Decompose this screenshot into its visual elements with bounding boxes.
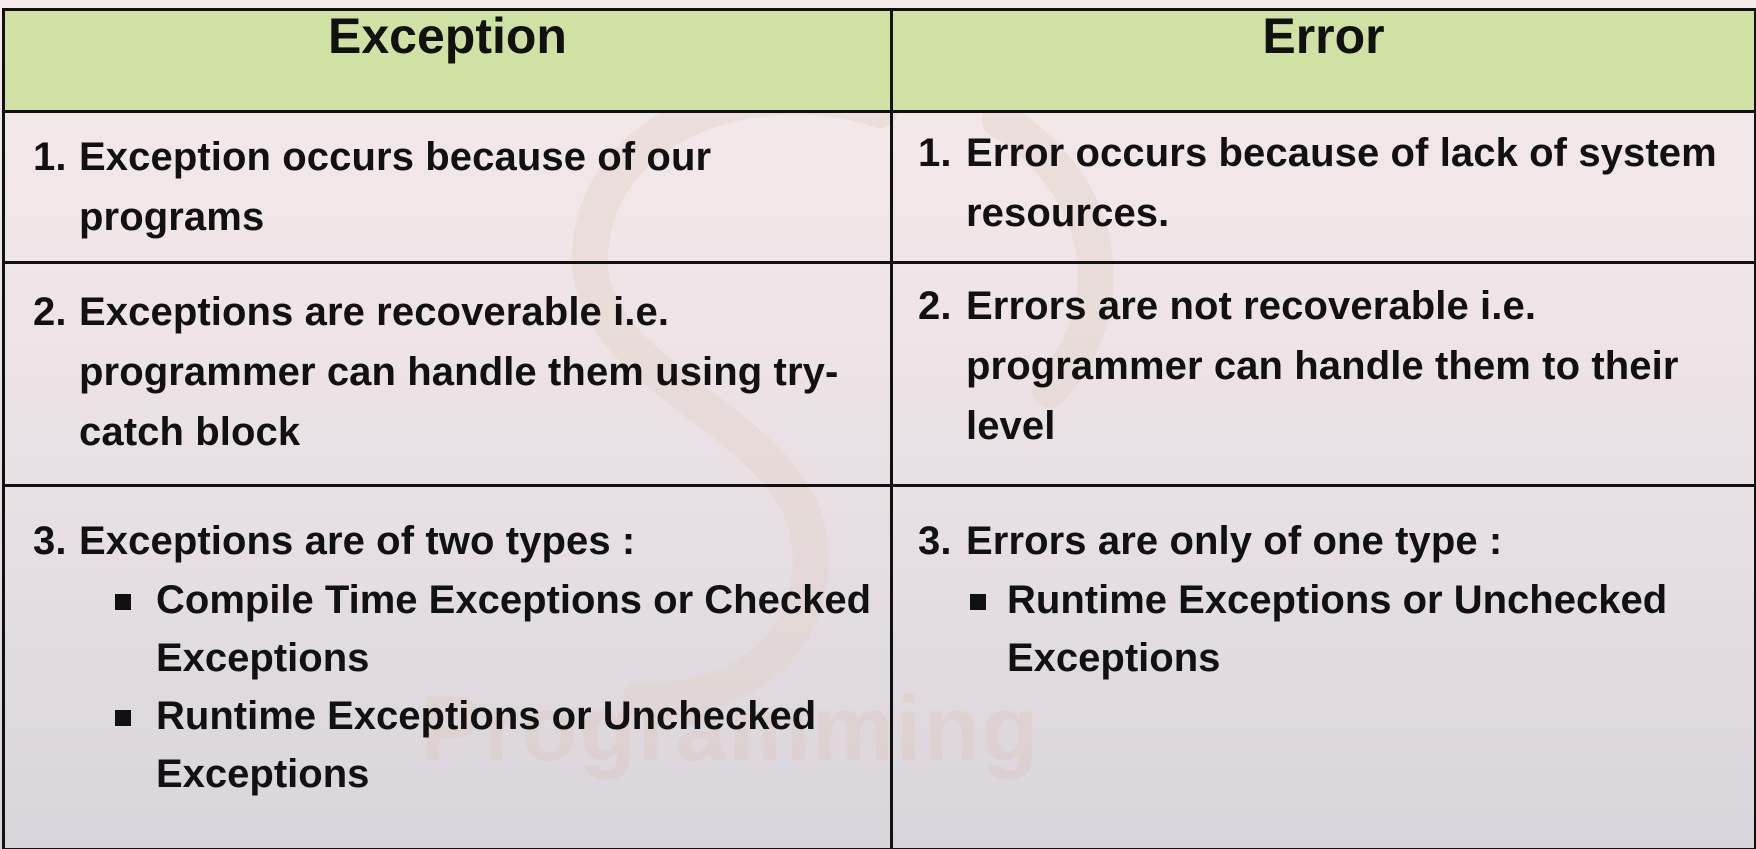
- exception-point-3-cell: 3. Exceptions are of two types : Compile…: [2, 484, 893, 849]
- error-header: Error: [890, 8, 1756, 113]
- bullet-text: Runtime Exceptions or Unchecked Exceptio…: [156, 694, 817, 796]
- point-number: 1.: [918, 131, 952, 175]
- exception-type-list: Compile Time Exceptions or Checked Excep…: [5, 571, 890, 803]
- comparison-row-2: 2. Exceptions are recoverable i.e. progr…: [2, 261, 1756, 487]
- error-point-1: 1. Error occurs because of lack of syste…: [893, 123, 1754, 243]
- point-number: 2.: [918, 284, 952, 328]
- bullet-item: Compile Time Exceptions or Checked Excep…: [5, 571, 890, 687]
- point-number: 1.: [33, 135, 67, 179]
- bullet-item: Runtime Exceptions or Unchecked Exceptio…: [893, 571, 1754, 687]
- error-type-list: Runtime Exceptions or Unchecked Exceptio…: [893, 571, 1754, 687]
- header-row: Exception Error: [2, 8, 1756, 113]
- error-point-1-cell: 1. Error occurs because of lack of syste…: [890, 110, 1756, 264]
- point-text: Errors are only of one type :: [966, 519, 1503, 563]
- comparison-row-3: 3. Exceptions are of two types : Compile…: [2, 484, 1756, 849]
- point-number: 3.: [33, 519, 67, 563]
- exception-point-3: 3. Exceptions are of two types :: [5, 511, 890, 571]
- comparison-row-1: 1. Exception occurs because of our progr…: [2, 110, 1756, 264]
- bullet-text: Runtime Exceptions or Unchecked Exceptio…: [1007, 578, 1668, 680]
- point-text: Exceptions are of two types :: [79, 519, 636, 563]
- exception-point-1-cell: 1. Exception occurs because of our progr…: [2, 110, 893, 264]
- bullet-item: Runtime Exceptions or Unchecked Exceptio…: [5, 687, 890, 803]
- exception-point-1: 1. Exception occurs because of our progr…: [5, 127, 890, 247]
- comparison-table-frame: Exception Error 1. Exception occurs beca…: [2, 8, 1756, 849]
- square-bullet-icon: [970, 594, 986, 610]
- square-bullet-icon: [115, 710, 131, 726]
- comparison-table: Exception Error 1. Exception occurs beca…: [2, 8, 1756, 849]
- exception-point-2-cell: 2. Exceptions are recoverable i.e. progr…: [2, 261, 893, 487]
- bullet-text: Compile Time Exceptions or Checked Excep…: [156, 578, 872, 680]
- point-text: Error occurs because of lack of system r…: [966, 131, 1717, 235]
- error-point-2-cell: 2. Errors are not recoverable i.e. progr…: [890, 261, 1756, 487]
- exception-point-2: 2. Exceptions are recoverable i.e. progr…: [5, 282, 890, 462]
- point-text: Exception occurs because of our programs: [79, 135, 712, 239]
- square-bullet-icon: [115, 594, 131, 610]
- error-point-2: 2. Errors are not recoverable i.e. progr…: [893, 276, 1754, 456]
- point-text: Errors are not recoverable i.e. programm…: [966, 284, 1679, 448]
- point-number: 3.: [918, 519, 952, 563]
- error-point-3-cell: 3. Errors are only of one type : Runtime…: [890, 484, 1756, 849]
- error-point-3: 3. Errors are only of one type :: [893, 511, 1754, 571]
- point-number: 2.: [33, 290, 67, 334]
- exception-header: Exception: [2, 8, 893, 113]
- point-text: Exceptions are recoverable i.e. programm…: [79, 290, 839, 454]
